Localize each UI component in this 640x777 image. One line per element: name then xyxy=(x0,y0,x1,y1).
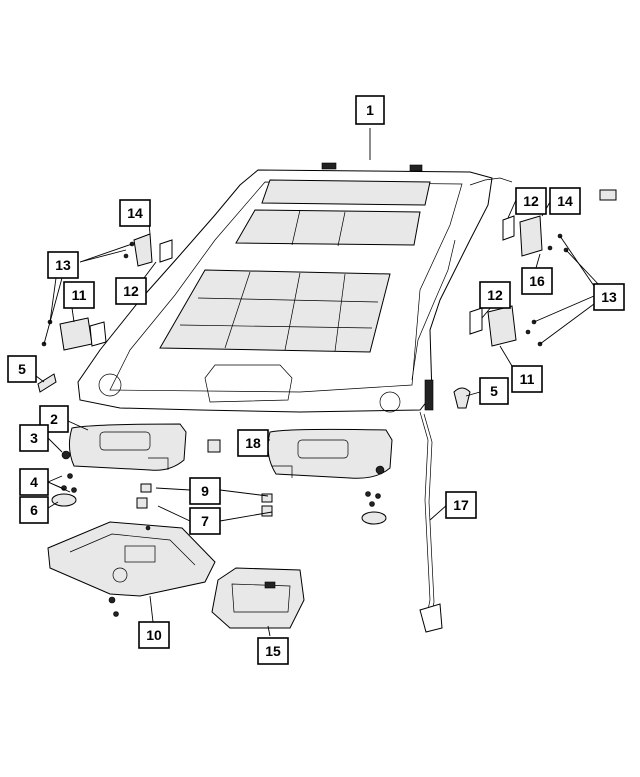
callout-label: 6 xyxy=(30,502,38,518)
callout-label: 2 xyxy=(50,411,58,427)
bracket-right-upper xyxy=(469,189,617,335)
callout-label: 14 xyxy=(127,205,143,221)
callout-14-right: 14 xyxy=(549,187,581,215)
callout-9: 9 xyxy=(189,477,221,505)
callout-13-right: 13 xyxy=(593,283,625,311)
callout-12-upper-right: 12 xyxy=(515,187,547,215)
callout-11-left: 11 xyxy=(63,281,95,309)
callout-label: 5 xyxy=(18,361,26,377)
callout-6: 6 xyxy=(19,496,49,524)
grab-handle-left xyxy=(59,317,107,351)
overhead-console xyxy=(47,521,216,597)
coat-hook-left xyxy=(37,373,57,393)
coat-hook-right xyxy=(453,387,471,409)
callout-15: 15 xyxy=(257,637,289,665)
callout-label: 7 xyxy=(201,513,209,529)
callout-1: 1 xyxy=(355,95,385,125)
callout-3: 3 xyxy=(19,424,49,452)
callout-12-left: 12 xyxy=(115,277,147,305)
callout-label: 15 xyxy=(265,643,281,659)
callout-18: 18 xyxy=(237,429,269,457)
visor-clip-right xyxy=(361,511,387,525)
wire-harness xyxy=(419,411,443,633)
hardware-fasteners xyxy=(41,233,569,617)
callout-4: 4 xyxy=(19,468,49,496)
callout-7: 7 xyxy=(189,507,221,535)
callout-13-left: 13 xyxy=(47,251,79,279)
callout-14-left: 14 xyxy=(119,199,151,227)
callout-label: 1 xyxy=(366,102,374,118)
leader-lines xyxy=(27,128,601,637)
callout-label: 14 xyxy=(557,193,573,209)
callout-17: 17 xyxy=(445,491,477,519)
callout-label: 12 xyxy=(123,283,139,299)
callout-12-right: 12 xyxy=(479,281,511,309)
callout-label: 11 xyxy=(72,287,87,303)
callout-label: 3 xyxy=(30,430,38,446)
callout-label: 9 xyxy=(201,483,209,499)
grab-handle-right xyxy=(487,305,517,347)
callout-11-right: 11 xyxy=(511,365,543,393)
callout-label: 13 xyxy=(55,257,71,273)
headliner xyxy=(77,162,513,413)
callout-5-right: 5 xyxy=(479,377,509,405)
sun-visor-right xyxy=(267,428,393,479)
callout-label: 16 xyxy=(529,273,545,289)
callout-5-left: 5 xyxy=(7,355,37,383)
callout-label: 18 xyxy=(245,435,261,451)
callout-10: 10 xyxy=(138,621,170,649)
callout-label: 4 xyxy=(30,474,38,490)
dome-lamp xyxy=(211,567,305,629)
callout-label: 12 xyxy=(487,287,503,303)
callout-label: 17 xyxy=(453,497,469,513)
callout-label: 10 xyxy=(146,627,162,643)
callout-label: 13 xyxy=(601,289,617,305)
visor-clip-left xyxy=(51,493,77,507)
sun-visor-left xyxy=(61,423,187,471)
callout-label: 11 xyxy=(520,371,535,387)
callout-label: 5 xyxy=(490,383,498,399)
bracket-left-upper xyxy=(133,233,173,267)
callout-label: 12 xyxy=(523,193,539,209)
callout-16: 16 xyxy=(521,267,553,295)
